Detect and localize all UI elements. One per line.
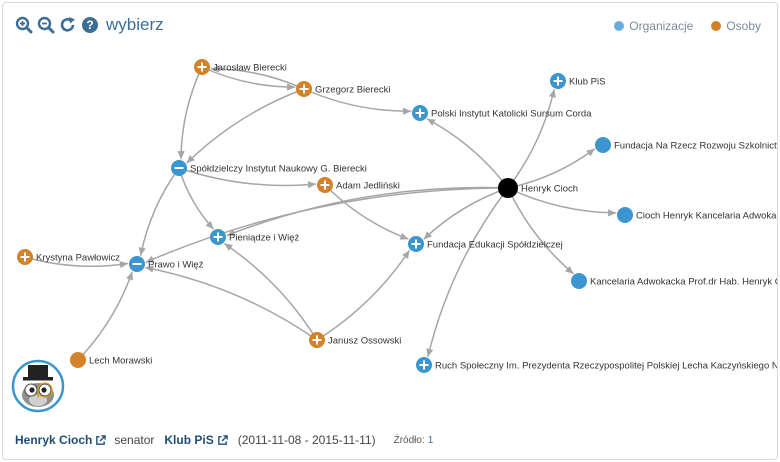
node-kancelaria2[interactable]: Kancelaria Adwokacka Prof.dr Hab. Henryk… [571,273,777,289]
edge-janusz-fundacja_edukacji [316,249,411,341]
legend-people[interactable]: Osoby [711,19,761,33]
node-krystyna[interactable]: Krystyna Pawłowicz [17,249,120,265]
edge-grzegorz-jaroslaw [210,65,305,90]
edge-cioch-kancelaria2 [507,187,575,275]
person-link[interactable]: Henryk Cioch [15,433,93,447]
node-grzegorz[interactable]: Grzegorz Bierecki [296,81,391,97]
external-link-icon[interactable] [217,434,228,446]
zoom-out-icon[interactable] [37,16,55,34]
node-pieniadze[interactable]: Pieniądze i Więź [210,229,299,245]
edge-lech-prawo [77,271,134,361]
zoom-in-icon[interactable] [15,16,33,34]
edge-janusz-prawo [145,265,318,341]
node-kancelaria1-circle[interactable] [617,207,633,223]
legend-organizations-dot [614,21,625,31]
node-cioch-circle[interactable] [498,178,518,198]
node-lech-label: Lech Morawski [89,356,152,367]
legend: Organizacje Osoby [614,19,761,33]
node-prawo-label: Prawo i Więź [148,260,204,271]
node-kancelaria2-label: Kancelaria Adwokacka Prof.dr Hab. Henryk… [590,277,777,288]
node-cioch-label: Henryk Cioch [521,184,578,195]
edge-krystyna-prawo [24,256,129,269]
edges-layer [24,65,617,361]
membership-dates: (2011-11-08 - 2015-11-11) [237,433,376,447]
node-klub_pis-label: Klub PiS [569,77,605,88]
node-adam-label: Adam Jedliński [336,181,400,192]
edge-cioch-fundacja_edukacji [423,187,509,240]
node-jaroslaw-label: Jarosław Bierecki [213,63,287,74]
node-pieniadze-label: Pieniądze i Więź [229,233,299,244]
node-fundacja_rzecz-circle[interactable] [595,137,611,153]
edge-jaroslaw-sing [177,66,203,160]
edge-cioch-kancelaria1 [507,187,617,217]
edge-cioch-pieniadze [226,186,509,237]
help-icon[interactable]: ? [81,16,99,34]
node-prawo[interactable]: Prawo i Więź [129,256,204,272]
node-grzegorz-label: Grzegorz Bierecki [315,85,391,96]
footer: Henryk Cioch senator Klub PiS (2011-11-0… [15,433,433,447]
node-kancelaria1[interactable]: Cioch Henryk Kancelaria Adwokac [617,207,777,223]
legend-organizations-label: Organizacje [629,19,694,33]
network-graph: Henryk Cioch Klub PiS Polski Instytut Kato… [17,59,777,373]
node-jaroslaw[interactable]: Jarosław Bierecki [194,59,287,75]
edge-cioch-klub_pis [507,88,556,189]
external-link-icon[interactable] [95,434,107,446]
node-fundacja_rzecz[interactable]: Fundacja Na Rzecz Rozwoju Szkolnictw [595,137,777,153]
owl-logo-icon[interactable] [11,359,65,413]
node-ruch-label: Ruch Społeczny Im. Prezydenta Rzeczyposp… [435,361,777,372]
org-link[interactable]: Klub PiS [164,433,214,447]
node-pik[interactable]: Polski Instytut Katolicki Sursum Corda [412,105,592,121]
node-ruch[interactable]: Ruch Społeczny Im. Prezydenta Rzeczyposp… [416,357,777,373]
select-link[interactable]: wybierz [106,15,164,34]
node-kancelaria1-label: Cioch Henryk Kancelaria Adwokac [636,211,777,222]
edge-cioch-ruch [426,187,509,358]
node-krystyna-label: Krystyna Pawłowicz [36,253,120,264]
edge-cioch-prawo [145,187,509,263]
source-label: Źródło: [393,434,425,446]
node-pik-label: Polski Instytut Katolicki Sursum Corda [431,109,592,120]
person-role: senator [114,433,155,447]
svg-text:?: ? [86,18,93,32]
node-fundacja_edukacji-label: Fundacja Edukacji Spółdzielczej [427,240,563,251]
refresh-icon[interactable] [59,16,77,34]
node-sing-label: Spółdzielczy Instytut Naukowy G. Biereck… [190,164,367,175]
legend-people-dot [711,21,722,31]
edge-sing-prawo [138,167,180,256]
node-adam[interactable]: Adam Jedliński [317,177,400,193]
edge-janusz-pieniadze [223,242,318,341]
node-fundacja_edukacji[interactable]: Fundacja Edukacji Spółdzielczej [408,236,563,252]
node-kancelaria2-circle[interactable] [571,273,587,289]
nodes-layer: Henryk Cioch Klub PiS Polski Instytut Kato… [17,59,777,373]
node-lech-circle[interactable] [70,352,86,368]
node-janusz[interactable]: Janusz Ossowski [309,332,401,348]
node-klub_pis[interactable]: Klub PiS [550,73,605,89]
edge-grzegorz-pik [303,88,412,115]
legend-organizations[interactable]: Organizacje [614,19,693,33]
edge-cioch-pik [426,118,509,189]
source-number[interactable]: 1 [427,434,434,446]
node-cioch[interactable]: Henryk Cioch [498,178,578,198]
node-sing[interactable]: Spółdzielczy Instytut Naukowy G. Biereck… [171,160,367,176]
legend-people-label: Osoby [726,19,761,33]
node-janusz-label: Janusz Ossowski [328,336,401,347]
edge-sing-adam [178,167,317,189]
node-fundacja_rzecz-label: Fundacja Na Rzecz Rozwoju Szkolnictw [614,141,777,152]
node-lech[interactable]: Lech Morawski [70,352,152,368]
edge-adam-fundacja_edukacji [324,184,409,240]
edge-grzegorz-sing [186,88,305,164]
toolbar: ? wybierz [15,15,164,35]
